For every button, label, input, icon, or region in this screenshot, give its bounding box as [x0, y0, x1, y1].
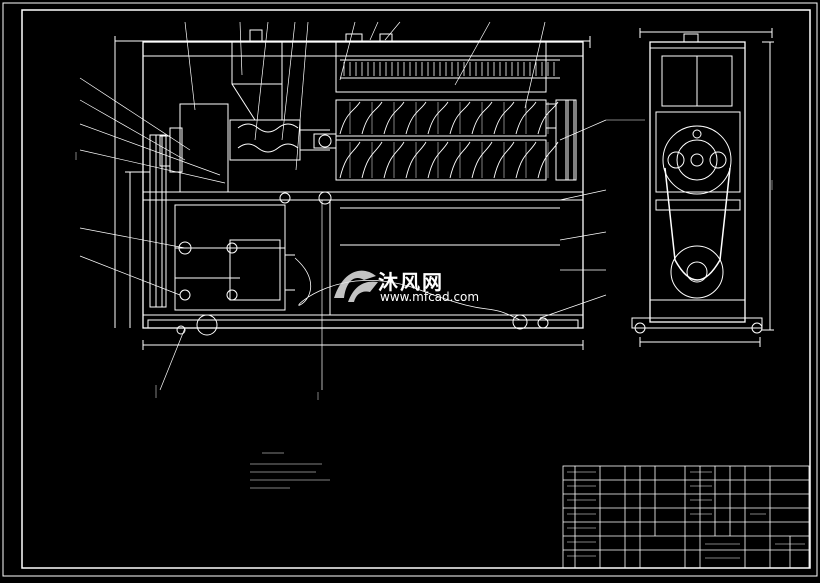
watermark: 沐风网 www.mfcad.com [334, 268, 494, 310]
watermark-url: www.mfcad.com [380, 290, 480, 304]
side-view [606, 28, 774, 347]
part-number-marks [75, 152, 773, 400]
mf-logo-icon [334, 270, 378, 302]
rear-wheel [512, 314, 528, 330]
watermark-brand: 沐风网 [378, 270, 444, 294]
front-wheel [196, 314, 218, 336]
front-view [79, 21, 607, 391]
technical-notes-marks [250, 452, 330, 489]
title-block [562, 465, 810, 569]
title-block-marks [567, 471, 805, 559]
sheet-border-inner [21, 9, 811, 569]
